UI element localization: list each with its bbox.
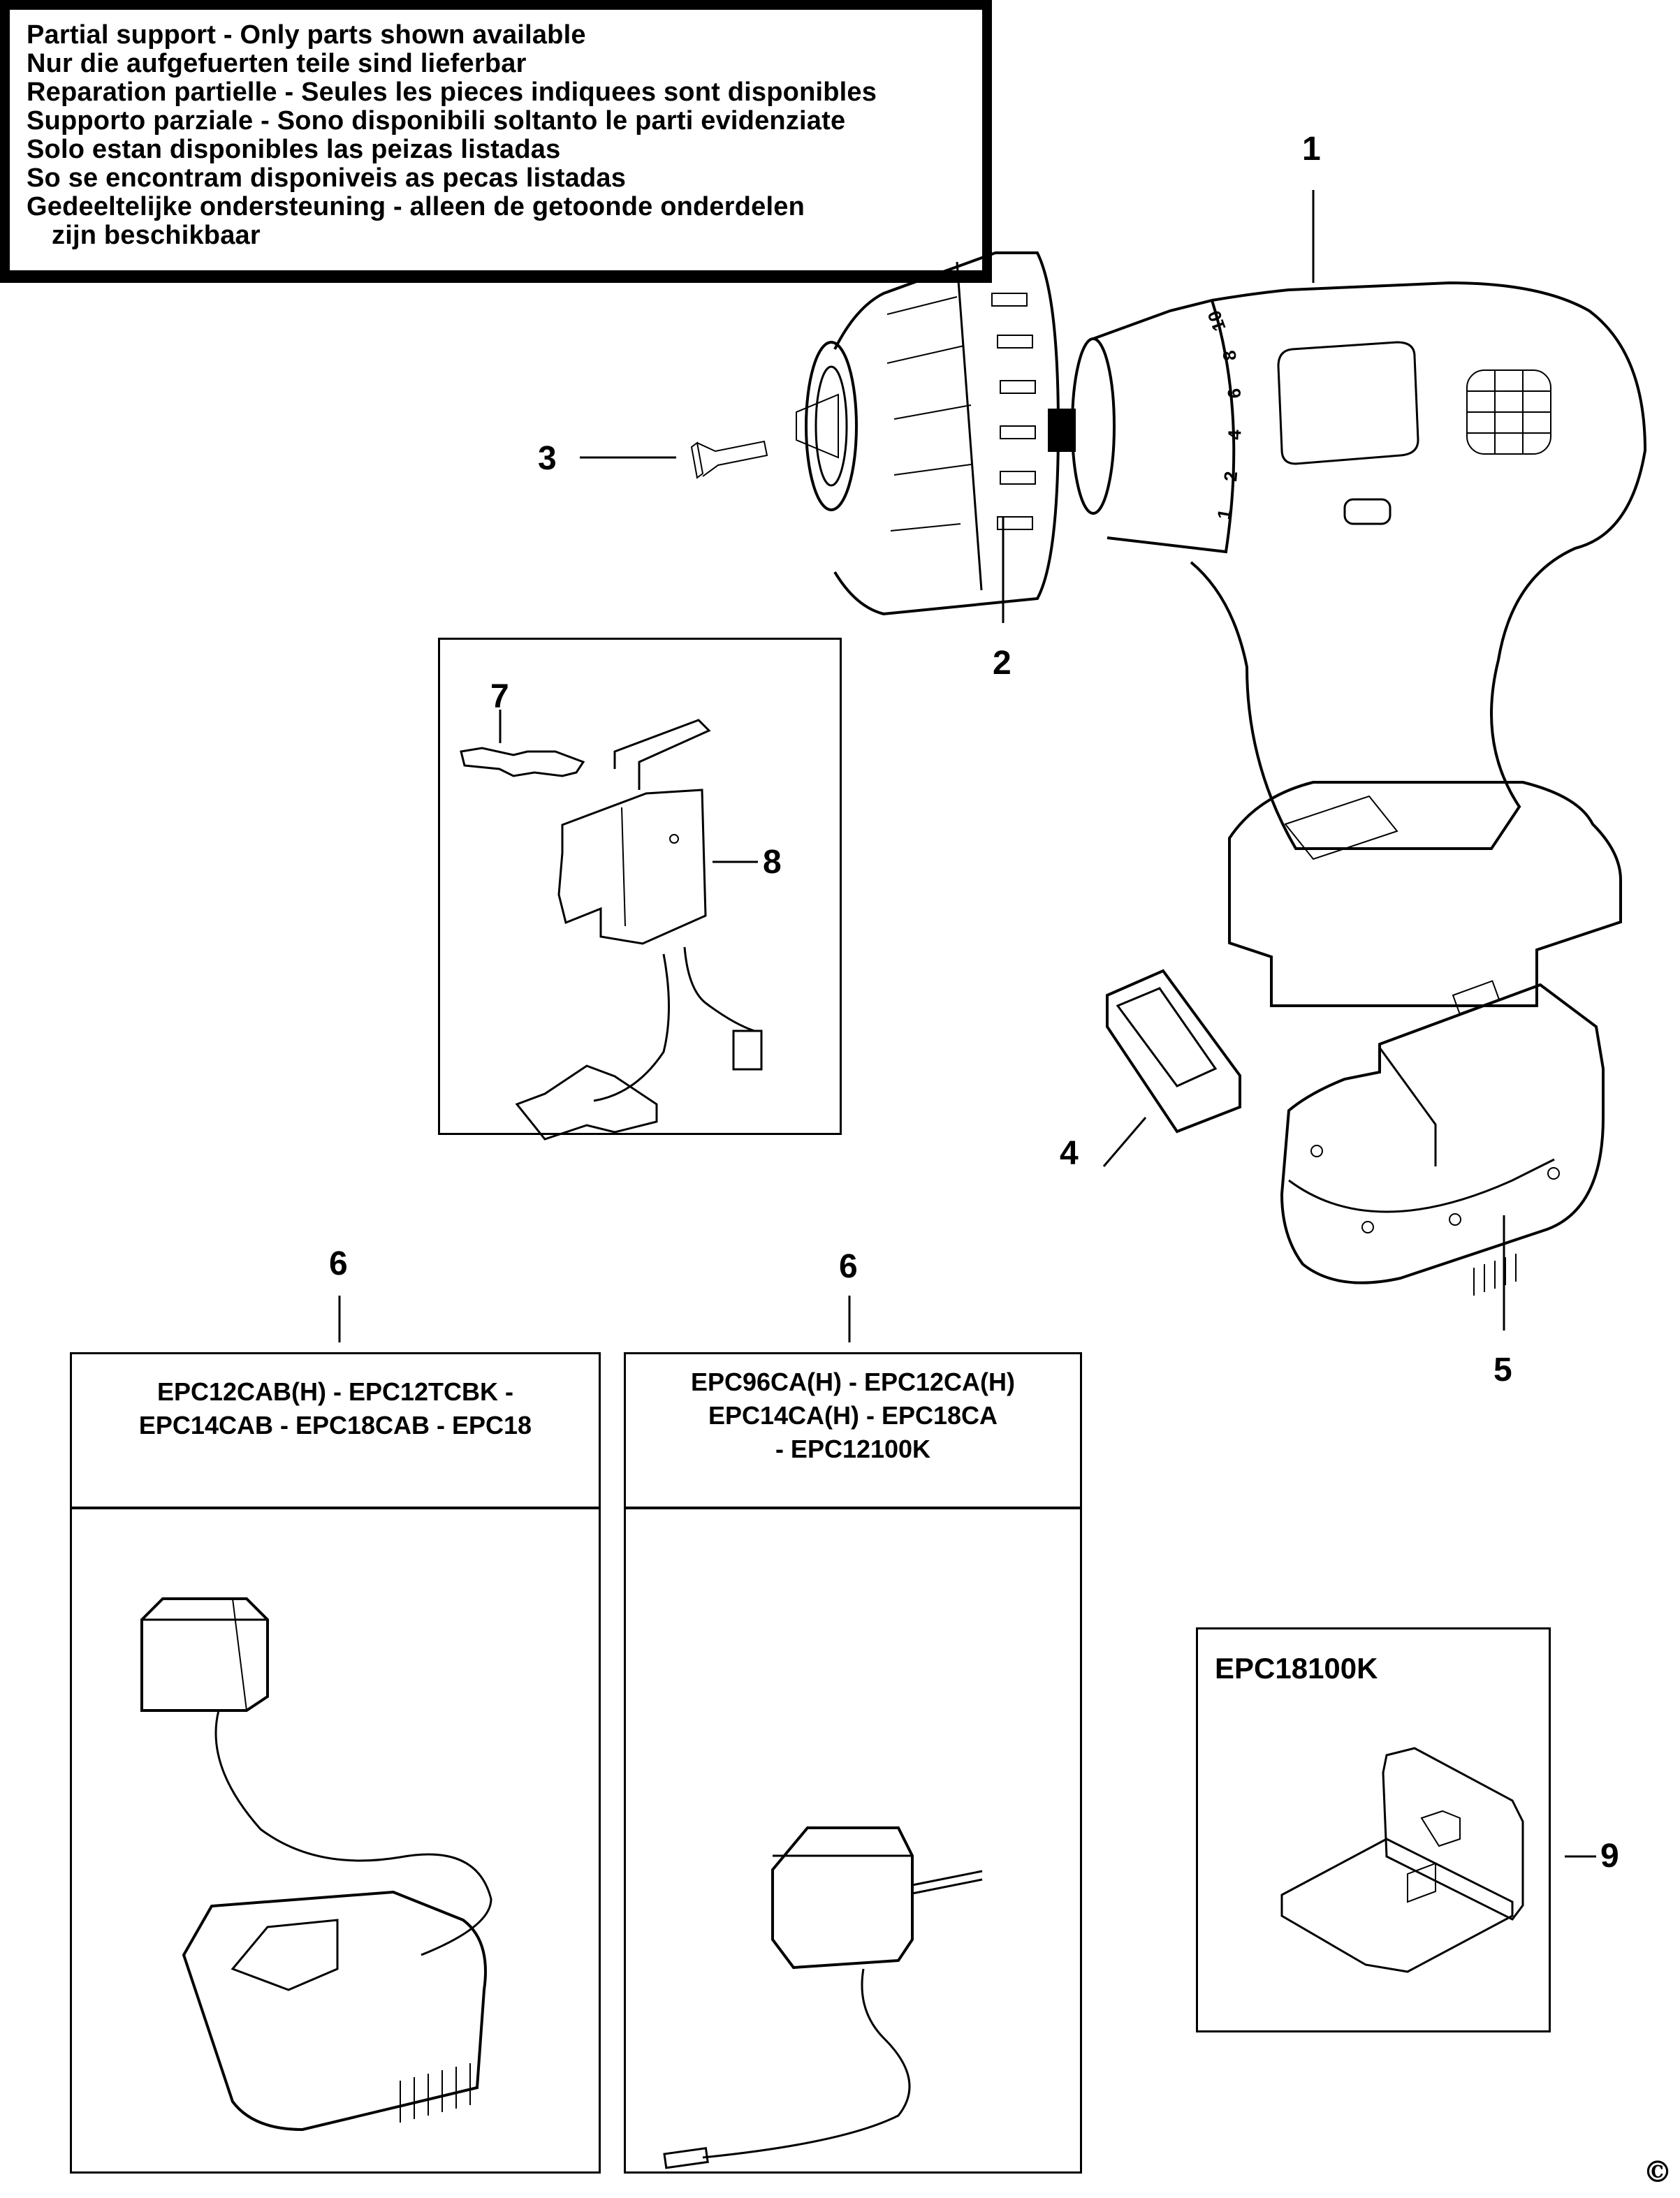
callout-6-left: 6 [329, 1245, 348, 1282]
clutch-mark-2: 2 [1220, 470, 1241, 482]
charger-right-cable [702, 1968, 911, 2159]
clutch-mark-1: 1 [1213, 508, 1235, 521]
clutch-mark-10: 10 [1204, 308, 1230, 334]
callout-8: 8 [763, 844, 782, 881]
charger-right-drawing [663, 1826, 983, 2169]
callout-6-right: 6 [839, 1248, 858, 1285]
charger-left-models-line-2: EPC14CAB - EPC18CAB - EPC18 [138, 1411, 532, 1439]
charger-right-models-line-2: EPC14CA(H) - EPC18CA [708, 1401, 998, 1430]
charger-left-models-line-1: EPC12CAB(H) - EPC12TCBK - [156, 1377, 514, 1406]
kit-model-label: EPC18100K [1215, 1652, 1378, 1685]
notice-line-en: Partial support - Only parts shown avail… [27, 20, 586, 50]
charger-left-drawing [140, 1597, 492, 2132]
notice-line-fr: Reparation partielle - Seules les pieces… [27, 78, 877, 107]
charger-right-models-line-1: EPC96CA(H) - EPC12CA(H) [690, 1368, 1016, 1396]
charger-right-plug-adapter-illustration [771, 1826, 983, 1970]
availability-notice-body: Partial support - Only parts shown avail… [10, 10, 982, 270]
charger-right-dc-jack [663, 2146, 709, 2169]
kit-box-drawing [1280, 1747, 1524, 1973]
notice-line-it: Supporto parziale - Sono disponibili sol… [27, 106, 846, 135]
switch-assembly-drawing [460, 710, 763, 1141]
switch-assembly-panel: 7 8 [438, 638, 842, 1141]
switch-illustration [515, 719, 763, 1141]
charger-left-adapter-illustration [140, 1597, 269, 1712]
charger-left-base-illustration [182, 1890, 487, 2132]
switch-button-illustration [460, 747, 585, 777]
charger-left-cable [214, 1710, 492, 1956]
battery-pack-illustration [1280, 980, 1605, 1296]
charger-right-models-line-3: - EPC12100K [775, 1435, 931, 1463]
notice-line-pt: So se encontram disponiveis as pecas lis… [27, 163, 627, 193]
leader-line-4 [1102, 1117, 1147, 1167]
callout-2: 2 [993, 645, 1011, 682]
carry-case-illustration [1280, 1747, 1524, 1973]
notice-line-nl: Gedeeltelijke ondersteuning - alleen de … [27, 192, 805, 221]
availability-notice: Partial support - Only parts shown avail… [0, 0, 992, 283]
kit-box-panel: EPC18100K [1196, 1627, 1551, 2032]
callout-7: 7 [490, 678, 509, 715]
keyless-chuck-illustration [796, 251, 1076, 616]
charger-right-models: EPC96CA(H) - EPC12CA(H) EPC14CA(H) - EPC… [626, 1354, 1080, 1509]
notice-line-es: Solo estan disponibles las peizas listad… [27, 135, 561, 164]
clutch-scale: 1 2 4 6 8 10 [1204, 308, 1246, 521]
battery-cover-illustration [1106, 969, 1241, 1134]
screwdriver-bit-illustration [690, 440, 768, 479]
callout-1: 1 [1302, 131, 1321, 168]
drill-body-illustration [1071, 281, 1647, 1007]
callout-3: 3 [538, 440, 557, 477]
clutch-mark-6: 6 [1224, 388, 1245, 399]
charger-panel-left: EPC12CAB(H) - EPC12TCBK - EPC14CAB - EPC… [70, 1352, 601, 2174]
clutch-mark-8: 8 [1218, 349, 1241, 362]
callout-5: 5 [1493, 1351, 1512, 1389]
notice-line-de: Nur die aufgefuerten teile sind lieferba… [27, 49, 527, 78]
charger-left-models: EPC12CAB(H) - EPC12TCBK - EPC14CAB - EPC… [72, 1354, 599, 1509]
copyright-mark: © [1643, 2155, 1672, 2189]
charger-panel-right: EPC96CA(H) - EPC12CA(H) EPC14CA(H) - EPC… [624, 1352, 1082, 2174]
clutch-mark-4: 4 [1224, 429, 1246, 440]
callout-9: 9 [1600, 1838, 1619, 1875]
notice-line-nl-cont: zijn beschikbaar [52, 221, 261, 250]
callout-4: 4 [1060, 1135, 1079, 1172]
